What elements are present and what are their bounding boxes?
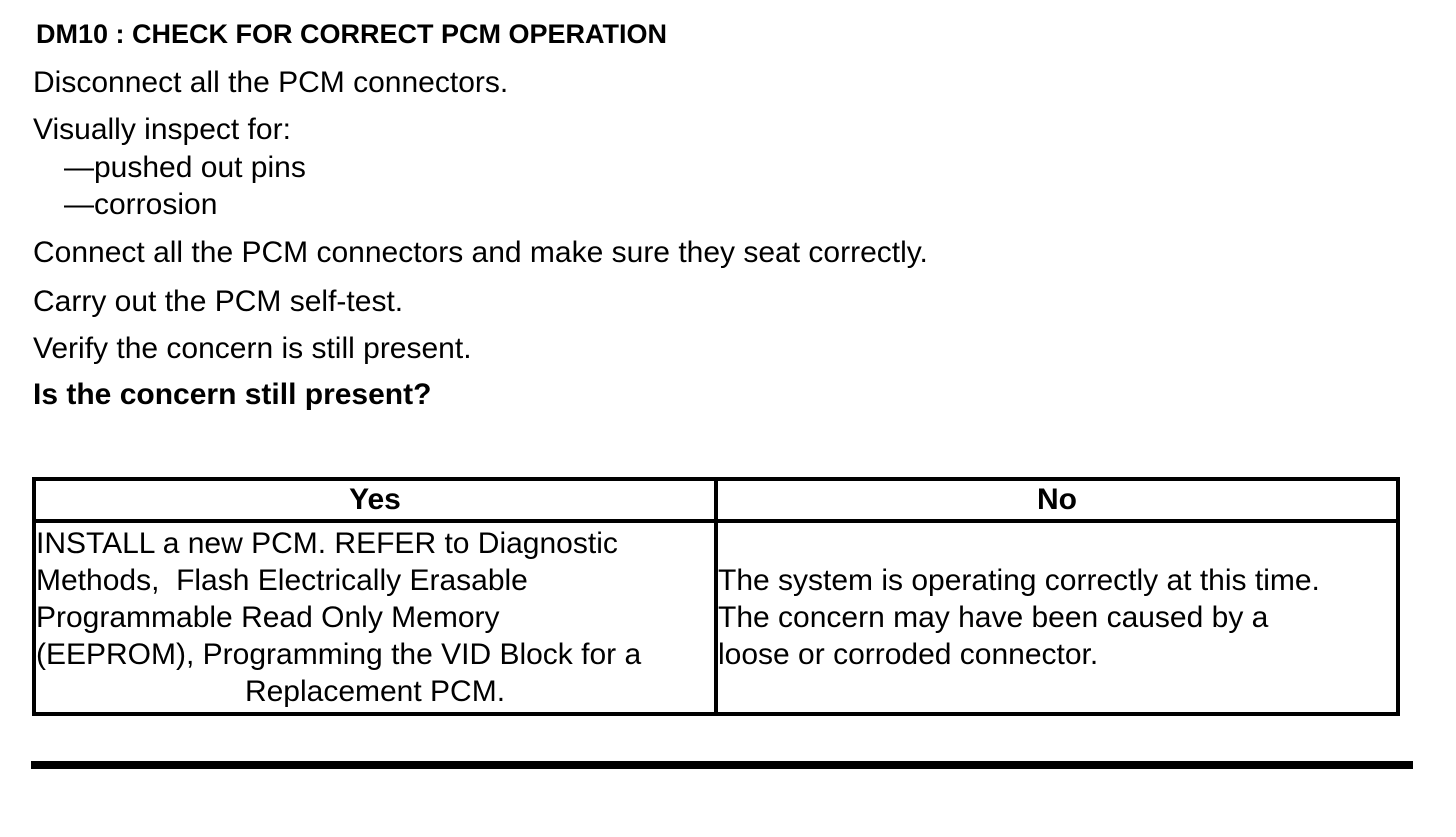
decision-question: Is the concern still present? <box>33 378 432 411</box>
document-page: DM10 : CHECK FOR CORRECT PCM OPERATION D… <box>0 19 1456 837</box>
yes-action-line: Methods, Flash Electrically Erasable <box>36 564 528 597</box>
procedure-title: DM10 : CHECK FOR CORRECT PCM OPERATION <box>36 19 668 49</box>
step-verify-concern: Verify the concern is still present. <box>33 332 472 365</box>
yes-action-line: (EEPROM), Programming the VID Block for … <box>36 638 642 671</box>
inspect-item-pushed-out-pins: —pushed out pins <box>64 151 306 184</box>
inspect-item-corrosion: —corrosion <box>64 188 218 221</box>
yes-action-line: INSTALL a new PCM. REFER to Diagnostic <box>36 527 618 560</box>
yes-action-line: Programmable Read Only Memory <box>36 601 500 634</box>
step-self-test: Carry out the PCM self-test. <box>33 285 404 318</box>
no-column-header: No <box>714 477 1400 523</box>
step-connect-connectors: Connect all the PCM connectors and make … <box>33 236 928 269</box>
no-action-cell: The system is operating correctly at thi… <box>714 519 1400 716</box>
no-action-line: The concern may have been caused by a <box>718 601 1269 634</box>
decision-table-header-row: Yes No <box>32 477 1400 523</box>
yes-action-cell: INSTALL a new PCM. REFER to Diagnostic M… <box>32 519 718 716</box>
decision-table-body-row: INSTALL a new PCM. REFER to Diagnostic M… <box>32 519 1400 716</box>
step-visually-inspect: Visually inspect for: <box>33 113 291 146</box>
yes-column-header: Yes <box>32 477 718 523</box>
no-action-line: The system is operating correctly at thi… <box>718 564 1320 597</box>
decision-table: Yes No INSTALL a new PCM. REFER to Diagn… <box>32 477 1400 716</box>
step-disconnect-connectors: Disconnect all the PCM connectors. <box>33 66 509 99</box>
no-action-line: loose or corroded connector. <box>718 638 1099 671</box>
yes-action-last-line: Replacement PCM. <box>244 675 506 708</box>
horizontal-divider <box>31 761 1413 769</box>
